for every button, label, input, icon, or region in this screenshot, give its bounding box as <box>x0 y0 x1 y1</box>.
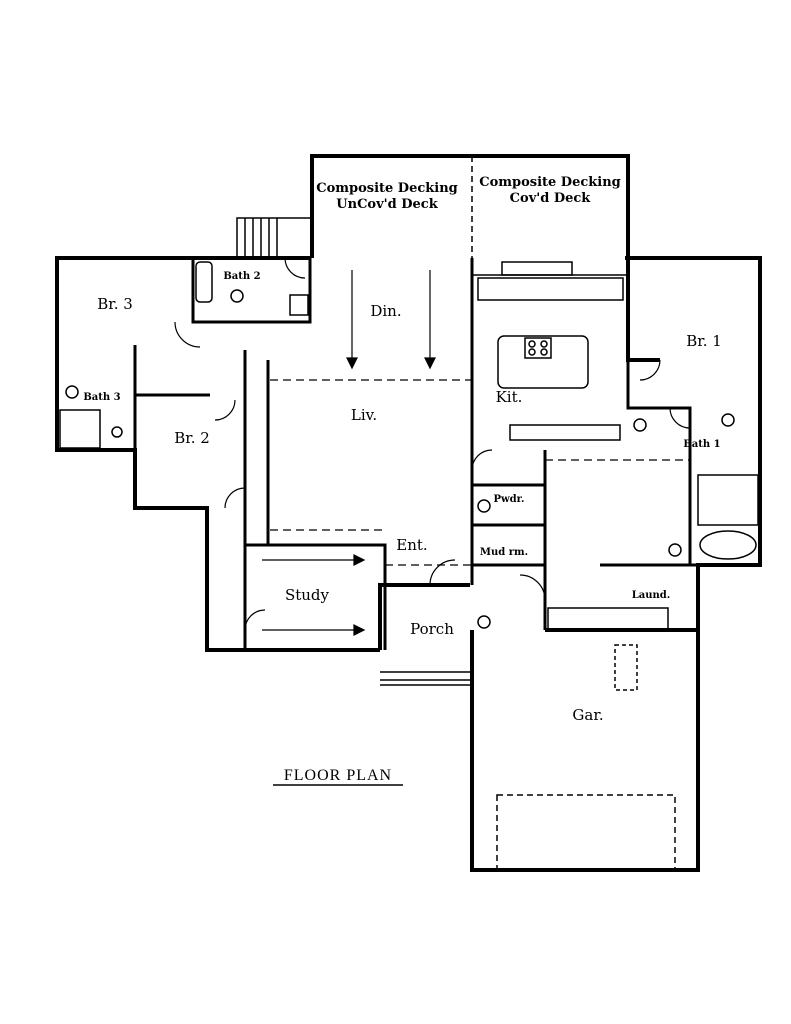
arrows <box>262 270 436 636</box>
label-br2: Br. 2 <box>174 429 210 447</box>
interior-walls <box>133 258 698 650</box>
label-bath1: Bath 1 <box>683 439 720 450</box>
label-deck-covered-2: Cov'd Deck <box>510 191 592 206</box>
label-ent: Ent. <box>396 536 427 554</box>
label-kit: Kit. <box>496 388 523 406</box>
label-porch: Porch <box>410 620 454 638</box>
label-gar: Gar. <box>572 706 603 724</box>
label-bath2: Bath 2 <box>223 271 260 282</box>
kitchen-fixtures <box>477 277 624 441</box>
garage <box>496 607 676 871</box>
exterior-walls <box>55 154 762 872</box>
decks <box>236 156 628 276</box>
label-br1: Br. 1 <box>686 332 722 350</box>
label-din: Din. <box>370 302 401 320</box>
label-deck-covered-1: Composite Decking <box>479 175 621 190</box>
label-liv: Liv. <box>351 406 377 424</box>
label-pwdr: Pwdr. <box>494 494 525 505</box>
label-study: Study <box>285 586 330 604</box>
label-laund: Laund. <box>632 590 671 601</box>
label-deck-uncovered-1: Composite Decking <box>316 181 458 196</box>
door-swings <box>174 257 691 631</box>
plan-title: FLOOR PLAN <box>284 767 392 784</box>
porch-step <box>380 671 472 686</box>
label-br3: Br. 3 <box>97 295 133 313</box>
opening-lines <box>270 379 690 566</box>
label-deck-uncovered-2: UnCov'd Deck <box>336 197 438 212</box>
bath-fixtures <box>59 261 759 629</box>
label-bath3: Bath 3 <box>83 392 120 403</box>
label-mudrm: Mud rm. <box>480 547 528 558</box>
